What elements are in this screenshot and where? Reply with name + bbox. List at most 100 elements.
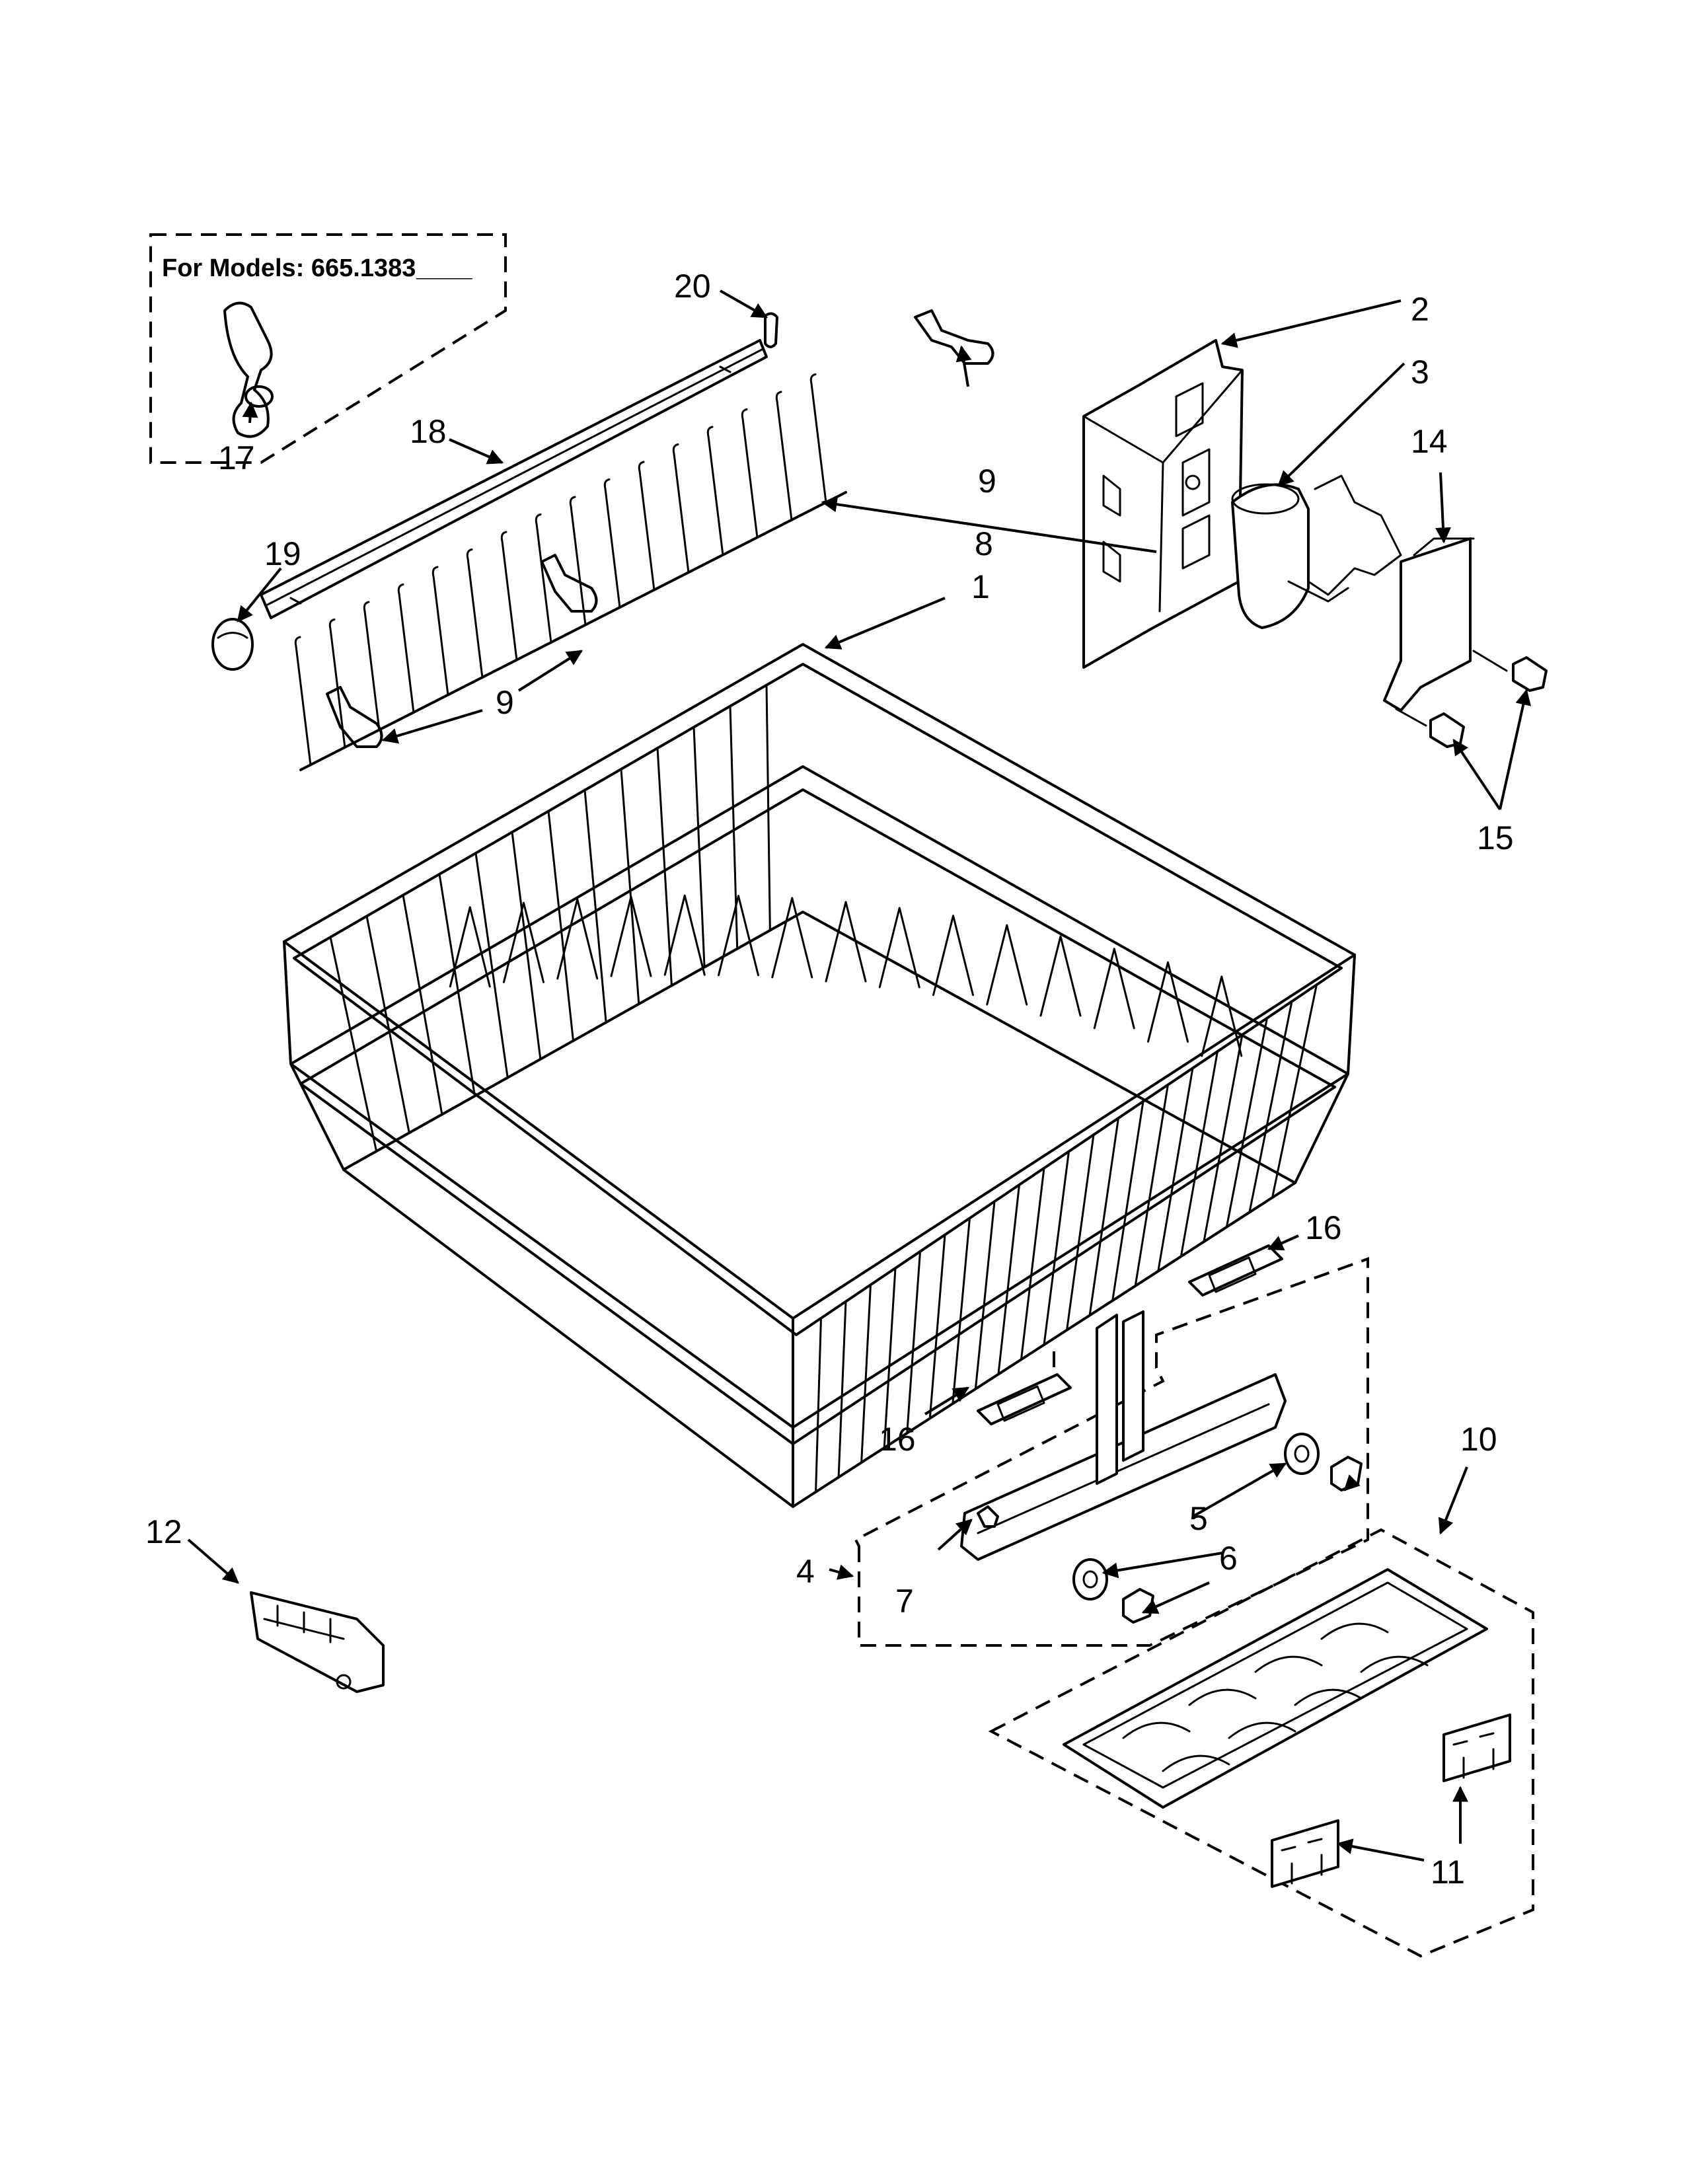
callout-4: 4: [796, 1553, 815, 1590]
rack-wire: [1088, 1117, 1119, 1316]
part-6-axle-b: [1122, 1588, 1154, 1624]
part-10-tray-box: [988, 1528, 1534, 1958]
callout-6: 6: [1219, 1540, 1238, 1577]
rack-wire: [860, 1283, 872, 1464]
rack-wire: [365, 915, 410, 1134]
part-14-cover: [1383, 537, 1475, 712]
rack-wire: [883, 1267, 897, 1449]
part-4-rail: [960, 1310, 1287, 1561]
rack-wire: [1020, 1167, 1045, 1361]
rack-wire: [511, 831, 542, 1061]
rack-wire: [1157, 1067, 1194, 1273]
tine-wire: [706, 426, 724, 556]
tine-wire: [500, 531, 518, 661]
part-10-tray: [1063, 1568, 1488, 1809]
rack-wires: [329, 684, 1318, 1493]
tine-wire: [397, 584, 415, 714]
callout-5: 5: [1189, 1500, 1208, 1537]
tine-wire: [328, 619, 346, 749]
model-note: For Models: 665.1383: [162, 254, 416, 282]
callout-17: 17: [218, 439, 255, 476]
rack-wire: [1248, 1000, 1293, 1214]
part-5-wheel-b: [1072, 1558, 1108, 1600]
tine-wire: [363, 601, 381, 732]
rack-tine: [1147, 961, 1189, 1043]
rack-tine: [449, 906, 491, 988]
rack-wire: [1043, 1150, 1070, 1346]
rack-tine: [1201, 975, 1243, 1057]
part-9-clip-mid: [541, 554, 598, 613]
part-11-bracket-a: [1442, 1713, 1511, 1782]
rack-wire: [928, 1234, 946, 1419]
tine-wire: [741, 408, 759, 539]
part-7-pin: [977, 1505, 999, 1528]
part-9-clip-top: [914, 309, 994, 365]
rack-wire: [997, 1184, 1020, 1376]
part-18-rail: [260, 339, 768, 619]
callout-7: 7: [895, 1583, 914, 1620]
rack-wire: [438, 873, 476, 1098]
callout-20: 20: [674, 268, 711, 305]
callout-15: 15: [1477, 819, 1514, 856]
part-16-clip-upper: [1188, 1244, 1283, 1297]
part-6-axle-a: [1330, 1456, 1363, 1491]
rack-wire: [837, 1300, 847, 1478]
tine-wire: [638, 461, 655, 591]
rack-tine: [825, 901, 867, 983]
rack-wire: [815, 1317, 822, 1493]
tine-wire: [809, 373, 827, 504]
callout-10: 10: [1460, 1421, 1497, 1458]
callout-9-top: 9: [978, 463, 996, 500]
rack-tine: [503, 901, 544, 983]
callout-9-bottom: 9: [496, 684, 514, 721]
callout-12: 12: [145, 1513, 182, 1550]
rack-wire: [1111, 1100, 1144, 1302]
part-20-clip: [764, 312, 778, 348]
rack-tine: [610, 895, 652, 977]
rack-tine: [1039, 935, 1082, 1017]
part-1-rack: [283, 643, 1356, 1508]
rack-tine: [1093, 948, 1135, 1030]
rack-wire: [765, 684, 771, 932]
rack-tine: [932, 915, 974, 997]
leader-lines: [187, 289, 1532, 1862]
rack-wire: [583, 789, 607, 1024]
callout-labels: 1 2 3 4 5 6 7 8 9 9 10 11 12 14 15 16 16…: [145, 268, 1514, 1891]
model-inset: For Models: 665.1383 ____: [149, 233, 507, 464]
rack-tine: [556, 898, 599, 980]
tine-wire: [569, 496, 587, 626]
tine-wire: [672, 443, 690, 574]
part-12-bracket: [250, 1591, 385, 1693]
callout-16-upper: 16: [1305, 1209, 1342, 1246]
rack-wire: [620, 768, 640, 1005]
part-3-handle: [1231, 474, 1402, 629]
callout-16-lower: 16: [879, 1421, 916, 1458]
rack-wire: [656, 747, 673, 987]
callout-19: 19: [264, 535, 301, 572]
rack-wire: [547, 810, 574, 1042]
tine-wire: [431, 566, 449, 697]
callout-3: 3: [1411, 354, 1429, 391]
rack-tine: [986, 924, 1028, 1006]
tine-wire: [603, 478, 621, 609]
callout-2: 2: [1411, 291, 1429, 328]
callout-18: 18: [410, 413, 447, 450]
rack-wire: [1203, 1034, 1244, 1243]
callout-8: 8: [975, 525, 993, 562]
part-17-clip: [223, 301, 274, 438]
rack-tine: [878, 907, 920, 989]
part-16-clip-lower: [977, 1373, 1072, 1425]
rack-wire: [1066, 1133, 1095, 1332]
part-19-knob: [211, 618, 254, 671]
tine-wire: [775, 391, 793, 521]
rack-wire: [906, 1250, 921, 1435]
rack-wire: [1271, 983, 1318, 1199]
model-suffix: ____: [416, 254, 472, 282]
callout-14: 14: [1411, 423, 1448, 460]
rack-wire: [474, 852, 509, 1079]
rack-wire: [1225, 1017, 1268, 1228]
tine-wire: [535, 513, 552, 644]
part-9-clip-low: [326, 686, 383, 748]
tine-wire: [294, 636, 312, 767]
